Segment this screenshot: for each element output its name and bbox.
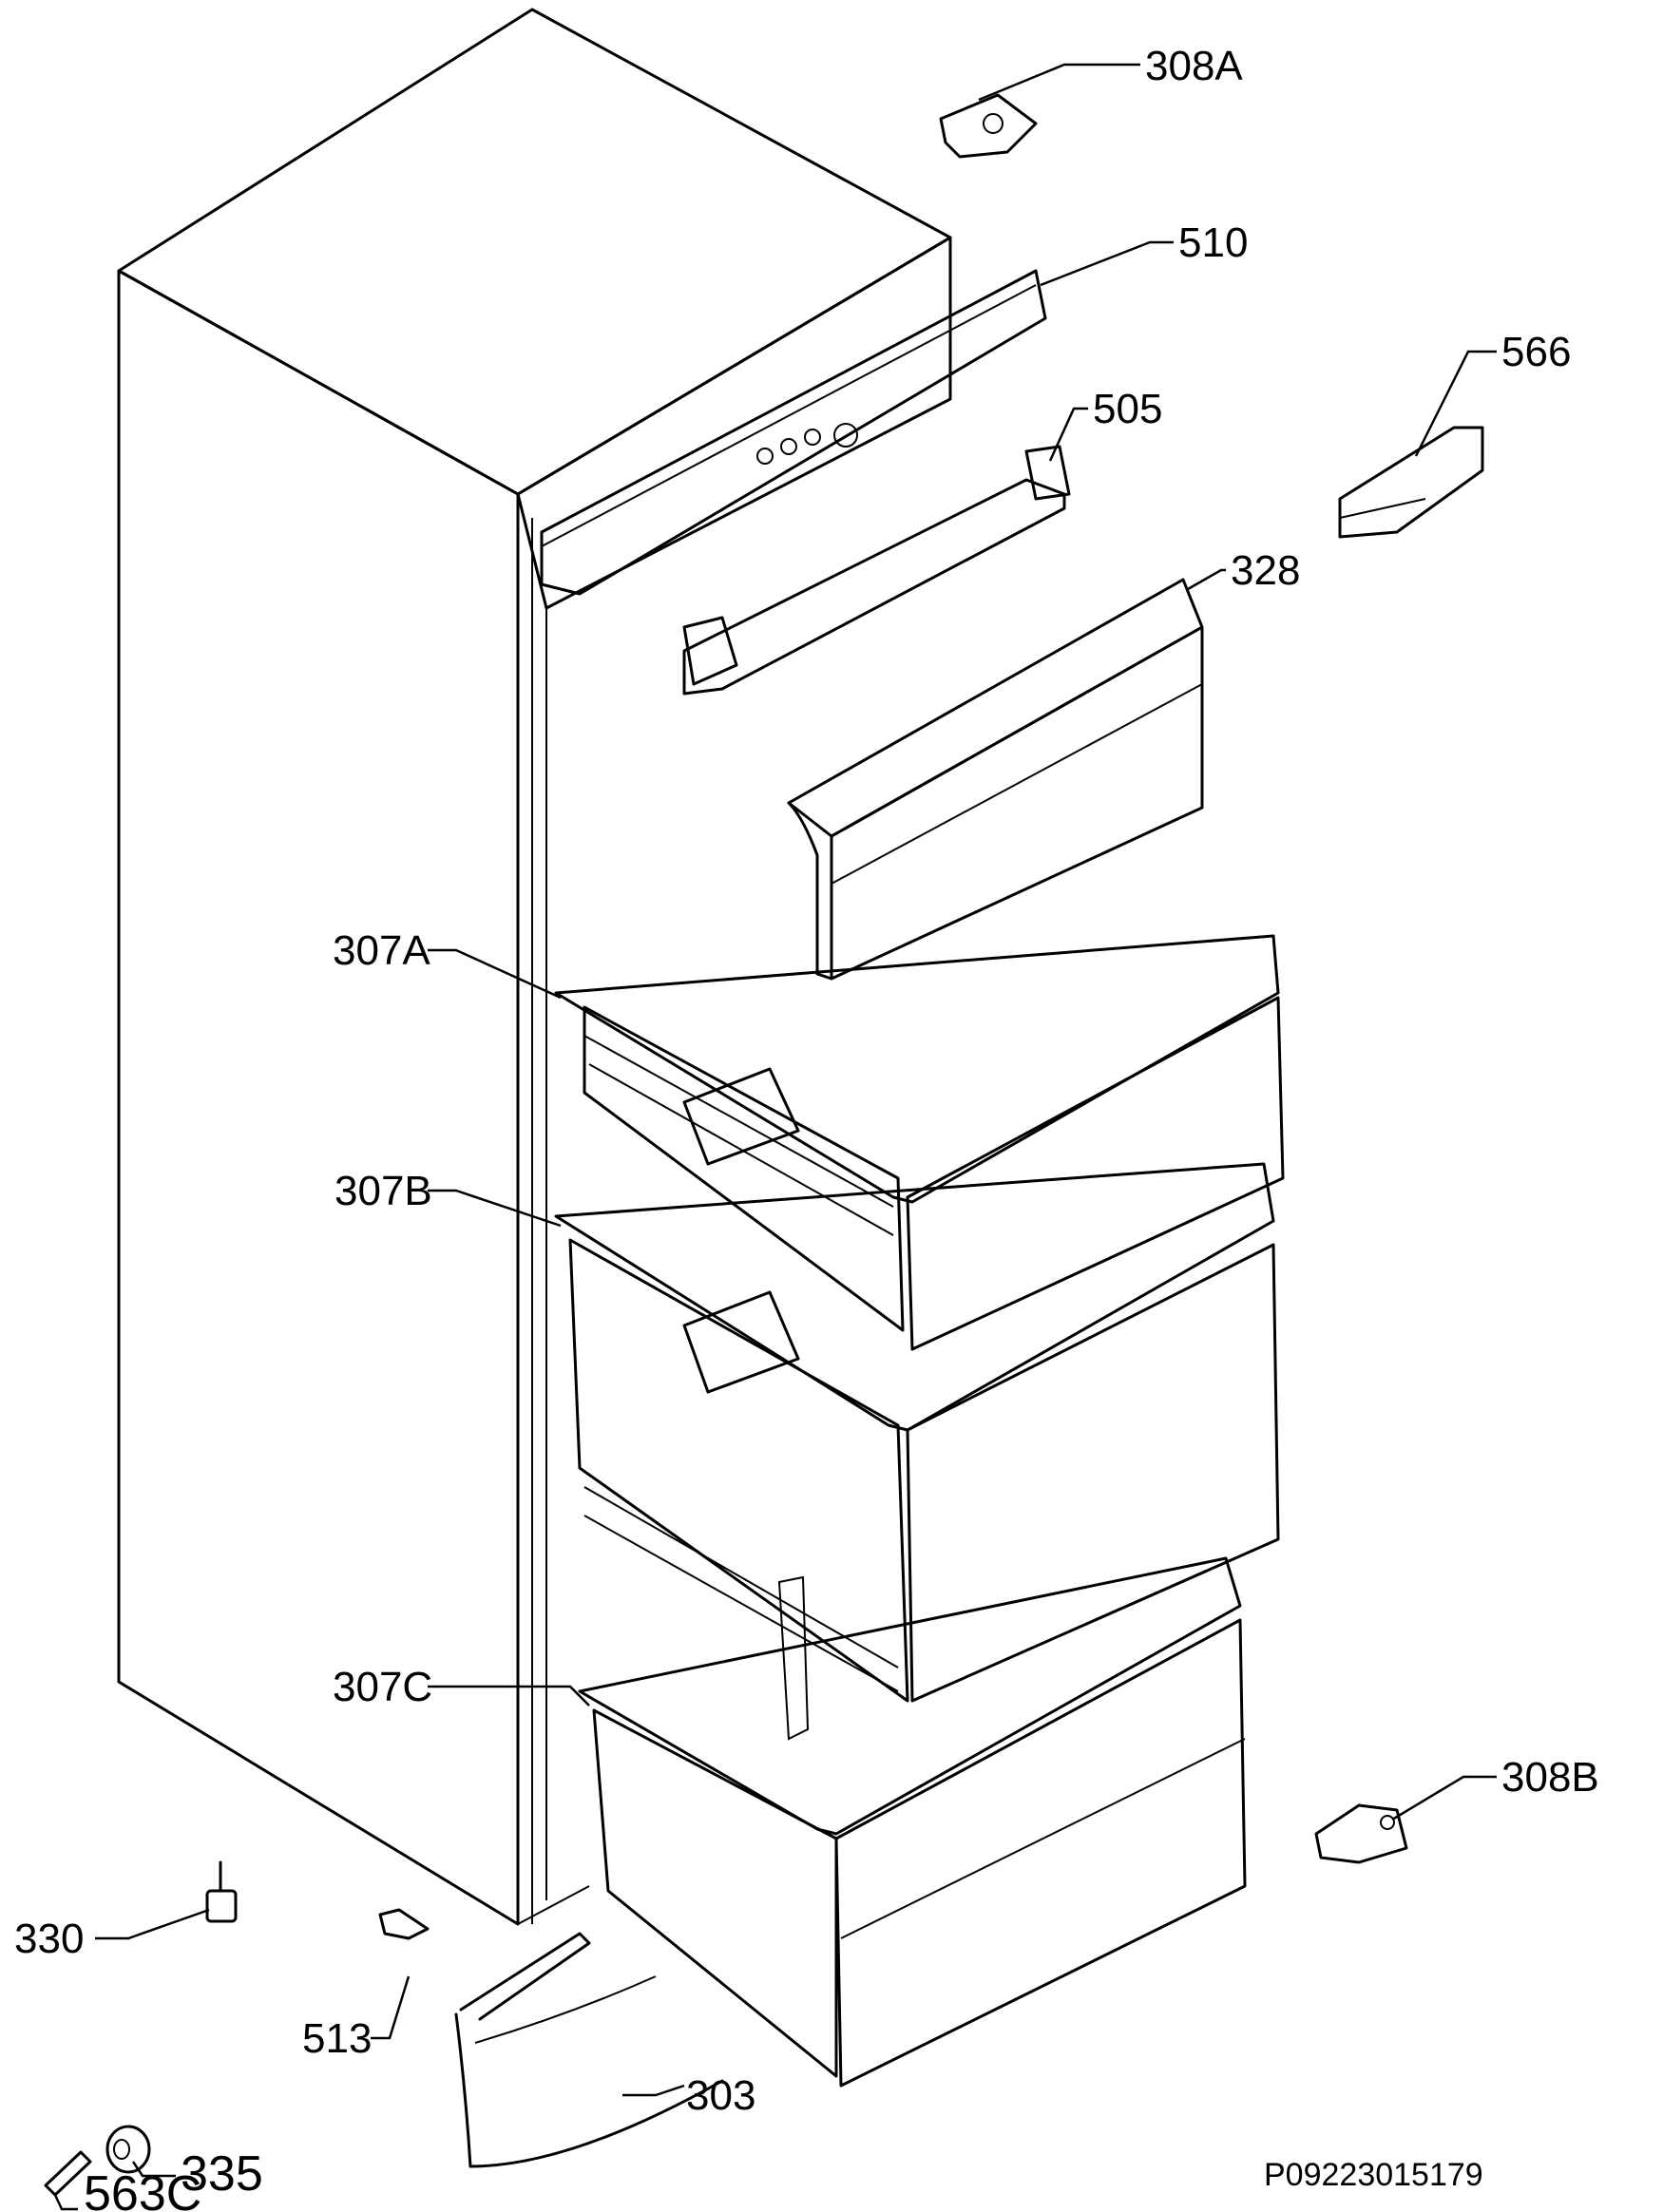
label-307b: 307B — [335, 1168, 432, 1214]
leader-lines — [53, 63, 1497, 2211]
label-566: 566 — [1501, 329, 1571, 375]
part-510-control-panel — [540, 269, 1047, 596]
part-335-bush — [105, 2125, 151, 2174]
label-307c: 307C — [333, 1664, 432, 1710]
label-328: 328 — [1231, 547, 1300, 594]
label-330: 330 — [14, 1916, 84, 1962]
part-328-flap — [787, 578, 1204, 981]
part-307b-drawer — [554, 1162, 1280, 1703]
part-labels: 308A 510 566 505 328 307A 307B 307C 308B… — [14, 43, 1599, 2212]
part-307c-drawer — [578, 1556, 1247, 2088]
part-330-screw — [205, 1860, 238, 1923]
part-505-rack — [682, 445, 1071, 696]
label-513: 513 — [302, 2015, 372, 2062]
label-307a: 307A — [333, 927, 430, 974]
label-510: 510 — [1178, 219, 1248, 266]
label-308b: 308B — [1501, 1754, 1599, 1801]
reference-code: P09223015179 — [1264, 2157, 1483, 2193]
cabinet-body — [117, 8, 952, 1926]
part-563c-pin — [44, 2150, 92, 2197]
part-307a-drawer — [554, 934, 1285, 1351]
part-308a-top-hinge — [939, 93, 1038, 159]
label-563c: 563C — [84, 2166, 201, 2212]
label-505: 505 — [1093, 386, 1162, 432]
part-566-bracket — [1338, 426, 1484, 539]
part-513-clip — [378, 1908, 430, 1940]
label-303: 303 — [686, 2072, 755, 2119]
part-303-kick-plate — [454, 1932, 724, 2168]
label-335: 335 — [181, 2146, 263, 2202]
part-308b-bottom-hinge — [1314, 1803, 1408, 1864]
label-308a: 308A — [1145, 43, 1243, 89]
